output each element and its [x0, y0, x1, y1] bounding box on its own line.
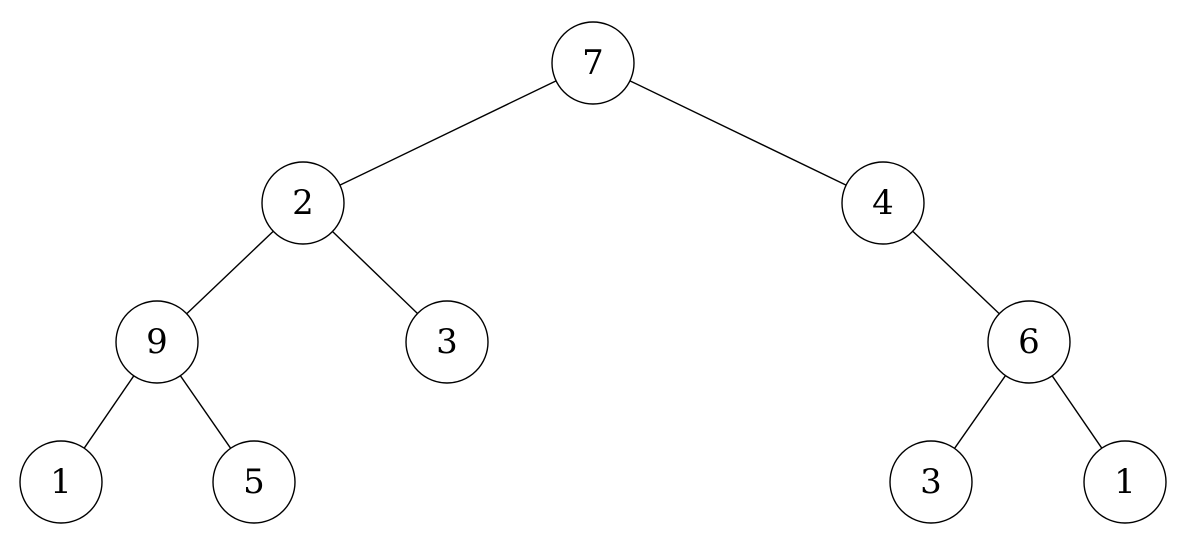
node-value-label: 7: [582, 43, 604, 83]
tree-node-n8: 3: [889, 440, 973, 524]
node-circle: [19, 440, 103, 524]
nodes-layer: 7 2 4 9 3 6 1 5 3 1: [19, 21, 1167, 524]
node-circle: [1083, 440, 1167, 524]
node-circle: [551, 21, 635, 105]
node-value-label: 4: [872, 183, 894, 223]
tree-edge-n5-n9: [1051, 375, 1103, 449]
tree-node-n7: 5: [212, 440, 296, 524]
node-value-label: 6: [1018, 322, 1040, 362]
tree-node-n1: 2: [261, 161, 345, 245]
node-value-label: 2: [292, 183, 314, 223]
node-circle: [212, 440, 296, 524]
edges-layer: [83, 80, 1103, 449]
tree-node-n3: 9: [115, 300, 199, 384]
tree-edge-n2-n5: [912, 230, 1000, 315]
node-value-label: 5: [243, 462, 265, 502]
tree-node-n6: 1: [19, 440, 103, 524]
tree-node-n4: 3: [405, 300, 489, 384]
node-value-label: 9: [146, 322, 168, 362]
node-value-label: 3: [920, 462, 942, 502]
node-circle: [405, 300, 489, 384]
node-circle: [115, 300, 199, 384]
tree-edge-n1-n4: [332, 230, 418, 315]
tree-node-n0: 7: [551, 21, 635, 105]
tree-node-n2: 4: [841, 161, 925, 245]
node-value-label: 1: [50, 462, 72, 502]
tree-edge-n3-n7: [179, 375, 232, 449]
tree-node-n5: 6: [987, 300, 1071, 384]
node-circle: [889, 440, 973, 524]
node-value-label: 3: [436, 322, 458, 362]
node-circle: [841, 161, 925, 245]
tree-node-n9: 1: [1083, 440, 1167, 524]
node-circle: [987, 300, 1071, 384]
tree-edge-n3-n6: [83, 375, 135, 449]
tree-edge-n1-n3: [186, 230, 274, 315]
tree-edge-n0-n1: [339, 80, 557, 186]
tree-edge-n0-n2: [629, 80, 847, 186]
node-value-label: 1: [1114, 462, 1136, 502]
tree-edge-n5-n8: [953, 375, 1007, 449]
node-circle: [261, 161, 345, 245]
